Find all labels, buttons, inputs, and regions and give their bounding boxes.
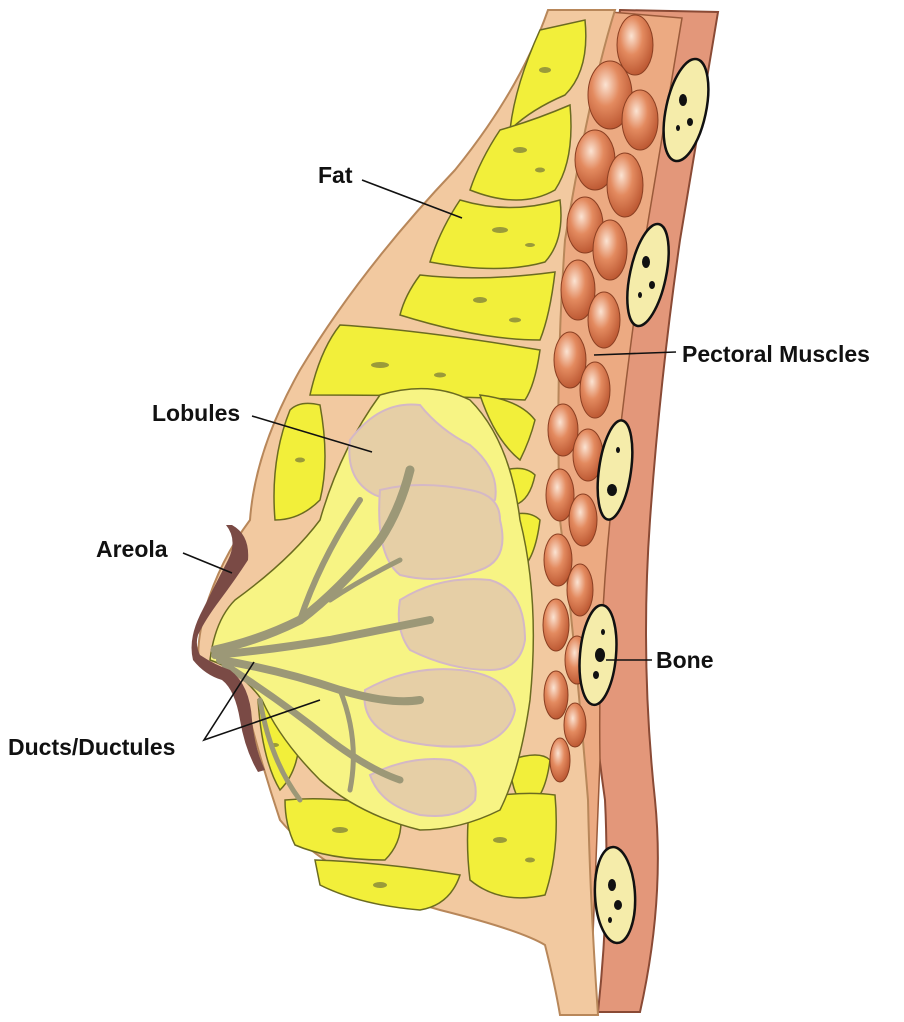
pectoral-muscles-label: Pectoral Muscles [682, 341, 870, 367]
ducts-label: Ducts/Ductules [8, 734, 175, 760]
bone-label: Bone [656, 647, 714, 673]
areola-label: Areola [96, 536, 168, 562]
fat-label: Fat [318, 162, 353, 188]
lobules-label: Lobules [152, 400, 240, 426]
